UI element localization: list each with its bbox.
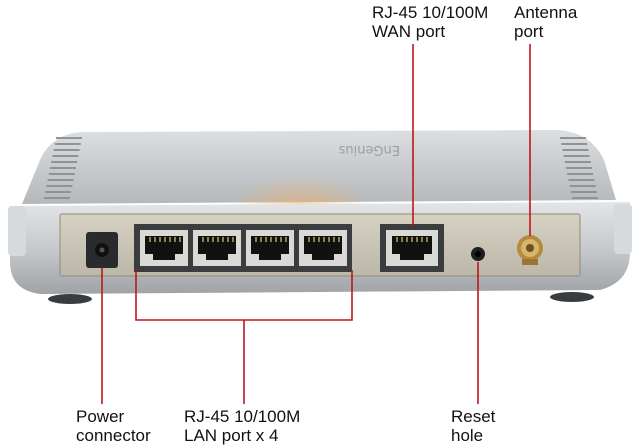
power-connector-label: Power connector: [76, 407, 151, 445]
reset-hole-icon: [471, 247, 485, 261]
wan-port-label: RJ-45 10/100M WAN port: [372, 3, 489, 41]
left-side-bumper: [8, 206, 26, 256]
router-top-surface: [22, 130, 616, 204]
right-vent-slots: [560, 137, 598, 199]
lan-port-icon: [193, 230, 241, 266]
lan-port-label: RJ-45 10/100M LAN port x 4: [184, 407, 301, 445]
lan-ports: [140, 230, 347, 266]
wan-port-icon: [386, 230, 438, 266]
callout-lines: [101, 44, 531, 404]
lan-port-icon: [246, 230, 294, 266]
right-side-bumper: [614, 204, 632, 254]
lan-port-icon: [140, 230, 188, 266]
right-foot: [550, 292, 594, 302]
lan-port-icon: [299, 230, 347, 266]
reset-hole-label: Reset hole: [451, 407, 496, 445]
antenna-port-icon: [517, 235, 543, 265]
left-vent-slots: [44, 137, 82, 199]
left-foot: [48, 294, 92, 304]
power-connector-icon: [86, 232, 118, 268]
antenna-port-label: Antenna port: [514, 3, 578, 41]
brand-logo: EnGenius: [338, 142, 400, 157]
